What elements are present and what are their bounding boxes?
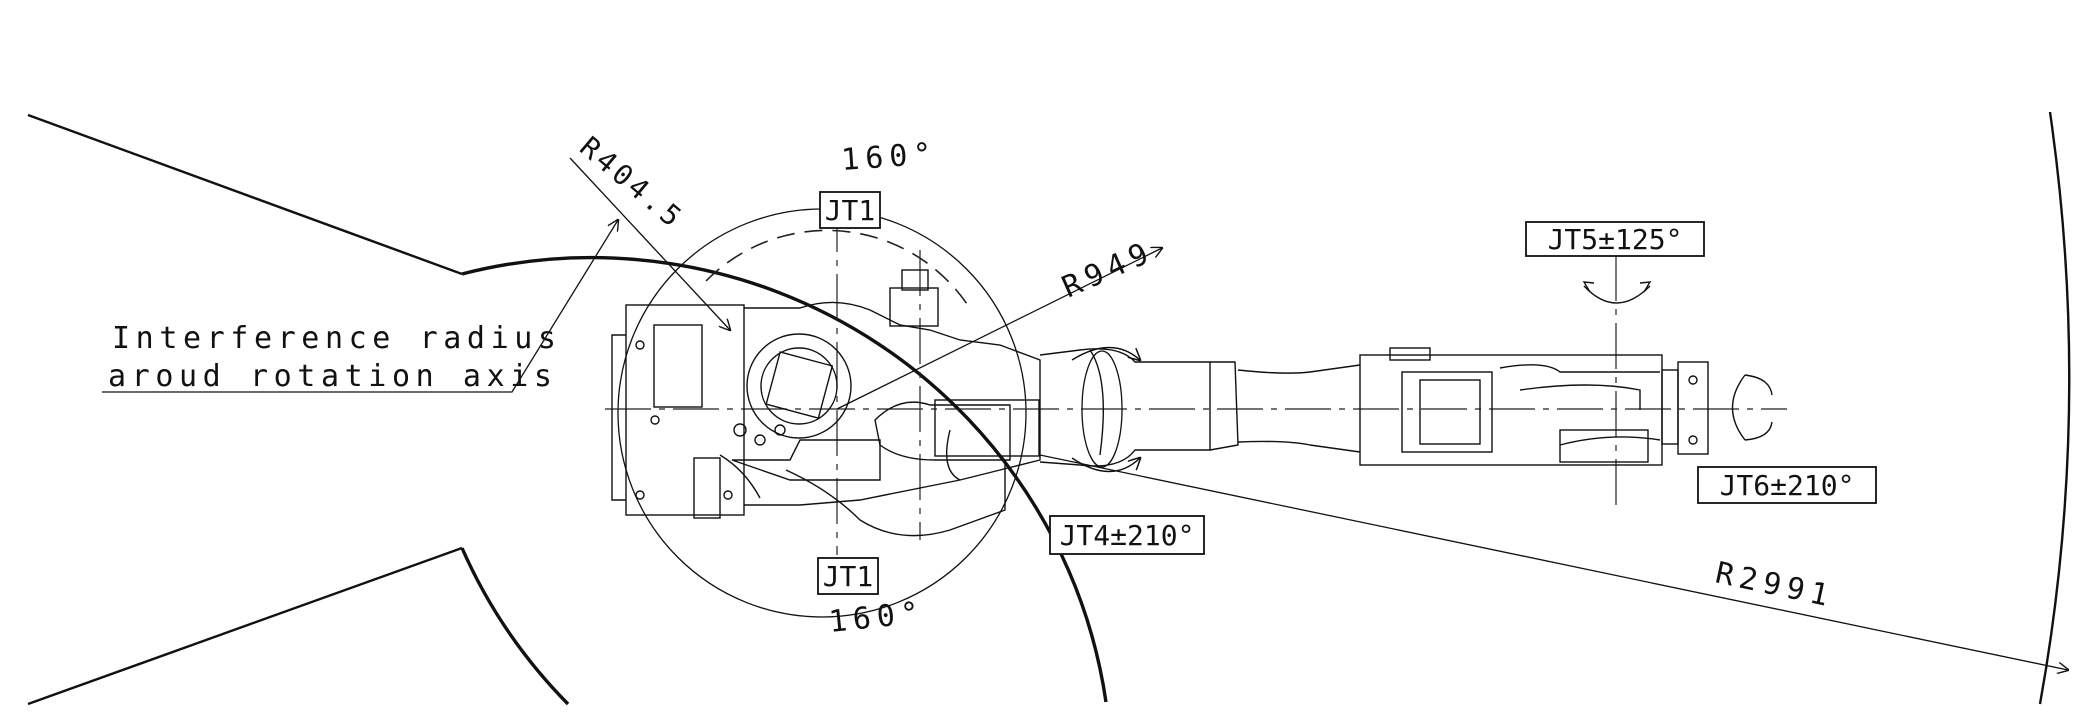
- r404-label: R404.5: [574, 130, 691, 236]
- outer-envelope: [27, 113, 1108, 706]
- jt1-upper-angle-label: 160°: [840, 136, 938, 178]
- svg-text:JT1: JT1: [823, 560, 874, 593]
- interference-leader: [102, 220, 618, 393]
- svg-text:JT6±210°: JT6±210°: [1720, 469, 1855, 502]
- dimension-r2991: [1039, 454, 2068, 670]
- jt1-upper-tag: JT1: [819, 191, 881, 229]
- svg-text:JT4±210°: JT4±210°: [1060, 519, 1195, 552]
- jt4-tag: JT4±210°: [1049, 515, 1205, 555]
- jt6-rotation-arrow: [1731, 374, 1773, 441]
- robot-base: [611, 269, 1041, 537]
- jt1-lower-tag: JT1: [817, 557, 879, 595]
- jt1-dashed-arc: [705, 229, 968, 305]
- interference-label-line2: aroud rotation axis: [108, 359, 558, 394]
- jt4-rotation-arrow: [1071, 346, 1140, 473]
- dimension-r404: [569, 157, 730, 330]
- interference-label-line1: Interference radius: [112, 321, 562, 356]
- jt5-rotation-arrow: [1582, 281, 1652, 304]
- jt5-tag: JT5±125°: [1525, 221, 1705, 257]
- dimension-r949: [836, 248, 1162, 410]
- jt1-lower-angle-label: 160°: [827, 595, 926, 640]
- svg-text:JT5±125°: JT5±125°: [1548, 223, 1683, 256]
- center-lines: [605, 206, 1787, 555]
- jt6-tag: JT6±210°: [1697, 466, 1877, 504]
- reach-arc-r2991: [2038, 111, 2071, 705]
- r2991-label: R2991: [1712, 556, 1837, 615]
- robot-wrist: [1359, 347, 1709, 466]
- r949-label: R949: [1057, 234, 1159, 305]
- svg-text:JT1: JT1: [825, 194, 876, 227]
